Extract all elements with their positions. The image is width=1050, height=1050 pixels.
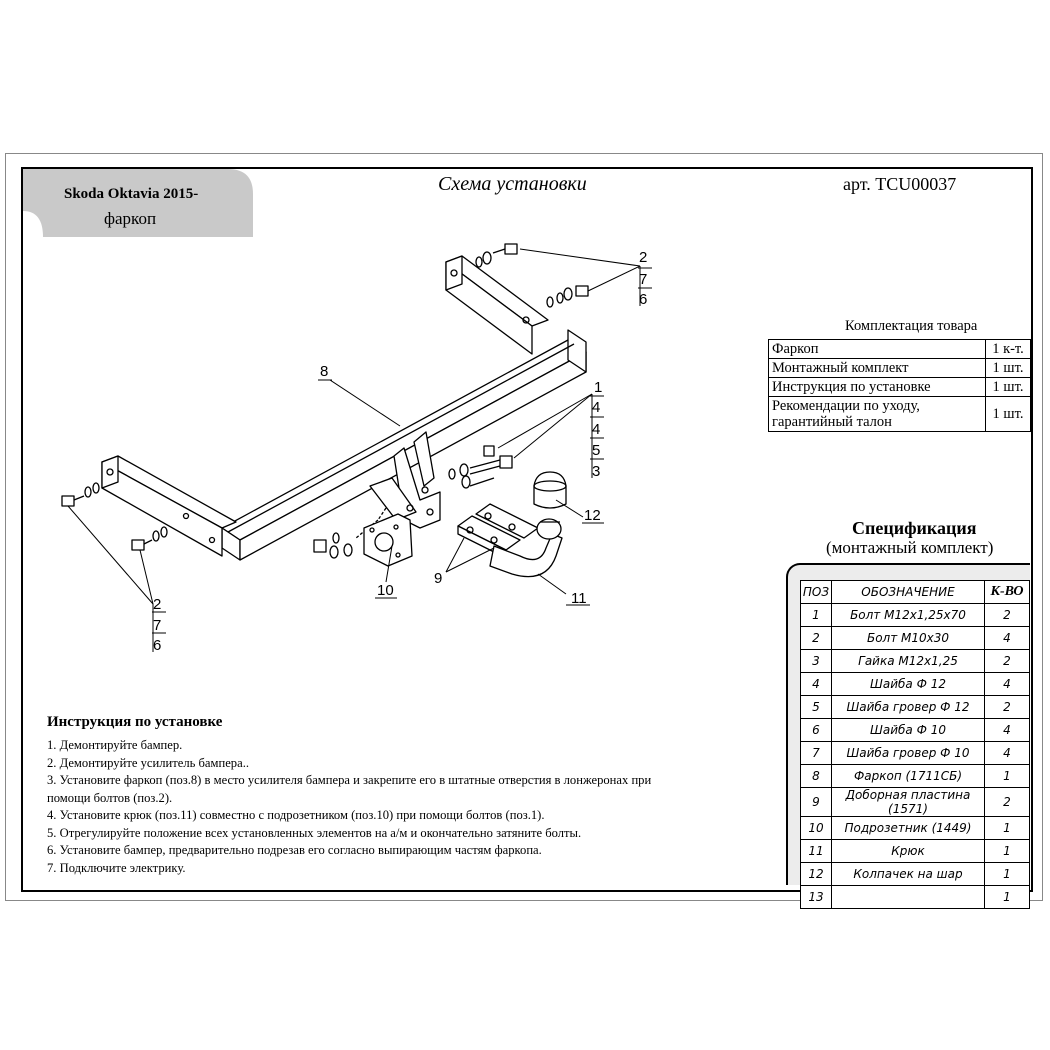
spec-qty: 2 — [984, 603, 1030, 627]
spec-designation — [831, 885, 985, 909]
instruction-step: 2. Демонтируйте усилитель бампера.. — [47, 755, 249, 770]
kit-item-qty: 1 шт. — [985, 377, 1031, 397]
callout-9: 9 — [434, 570, 442, 587]
product-name: фаркоп — [104, 209, 157, 228]
ball-cap — [533, 471, 567, 509]
callout-4a: 4 — [592, 399, 600, 416]
kit-row: Рекомендации по уходу, гарантийный талон… — [768, 396, 1031, 432]
instruction-step: 1. Демонтируйте бампер. — [47, 738, 183, 752]
instructions-title: Инструкция по установке — [47, 714, 223, 730]
instruction-step: 4. Установите крюк (поз.11) совместно с … — [47, 808, 545, 822]
spec-designation: Шайба гровер Ф 10 — [831, 741, 985, 765]
spec-subtitle: (монтажный комплект) — [826, 538, 994, 557]
article-number: арт. TCU00037 — [843, 174, 957, 194]
instruction-step: 3. Установите фаркоп (поз.8) в место уси… — [47, 773, 652, 787]
kit-item-qty: 1 шт. — [985, 396, 1031, 432]
callout-4b: 4 — [592, 421, 600, 438]
tow-hook — [489, 518, 563, 578]
spec-pos: 11 — [800, 839, 832, 863]
instruction-step: помощи болтов (поз.2). — [47, 790, 173, 805]
model-title: Skoda Oktavia 2015- — [64, 186, 199, 202]
instruction-step: 7. Подключите электрику. — [47, 860, 186, 875]
fasteners-middle — [313, 445, 513, 559]
spec-pos: 13 — [800, 885, 832, 909]
kit-item-qty: 1 шт. — [985, 358, 1031, 378]
callout-6-left: 6 — [153, 637, 161, 654]
spec-designation: Крюк — [831, 839, 985, 863]
spec-title: Спецификация — [852, 518, 977, 538]
right-mounting-bracket — [445, 255, 549, 355]
spec-designation: Шайба гровер Ф 12 — [831, 695, 985, 719]
spec-pos: 5 — [800, 695, 832, 719]
callout-7-left: 7 — [153, 617, 161, 634]
spec-qty: 2 — [984, 695, 1030, 719]
callout-7-top: 7 — [639, 271, 647, 288]
callout-2-left: 2 — [153, 596, 161, 613]
callout-5: 5 — [592, 442, 600, 459]
spec-qty: 4 — [984, 626, 1030, 650]
spec-qty: 1 — [984, 816, 1030, 840]
callout-1: 1 — [594, 379, 602, 396]
spec-qty: 4 — [984, 672, 1030, 696]
spec-designation: Доборная пластина (1571) — [831, 787, 985, 817]
kit-caption: Комплектация товара — [845, 318, 978, 334]
spec-row: 13 1 — [800, 885, 1030, 909]
instruction-step: 6. Установите бампер, предварительно под… — [47, 843, 542, 857]
spec-designation: Подрозетник (1449) — [831, 816, 985, 840]
hook-mount-plates — [355, 431, 441, 539]
outer-frame — [5, 153, 1043, 901]
model-title-tab — [23, 169, 253, 237]
spec-qty: 1 — [984, 764, 1030, 788]
drawing-frame — [21, 167, 1033, 892]
callout-leaders — [67, 248, 641, 652]
spec-header-qty: К-ВО — [984, 580, 1030, 604]
left-mounting-bracket — [101, 455, 237, 557]
instructions-list: 1. Демонтируйте бампер. 2. Демонтируйте у… — [47, 737, 651, 877]
callout-2-top: 2 — [639, 249, 647, 266]
towbar-crossbar — [221, 329, 587, 561]
spec-qty: 1 — [984, 885, 1030, 909]
instruction-step: 5. Отрегулируйте положение всех установл… — [47, 825, 582, 840]
callout-3: 3 — [592, 463, 600, 480]
callout-10: 10 — [377, 582, 394, 599]
spec-designation: Гайка М12х1,25 — [831, 649, 985, 673]
callout-6-top: 6 — [639, 291, 647, 308]
kit-item-name: Рекомендации по уходу, гарантийный талон — [768, 396, 986, 432]
spec-qty: 1 — [984, 839, 1030, 863]
spec-pos: 10 — [800, 816, 832, 840]
callout-11: 11 — [571, 590, 587, 607]
callout-8: 8 — [320, 363, 328, 380]
extension-plates — [457, 503, 539, 559]
schema-title: Схема установки — [438, 173, 587, 195]
socket-plate — [363, 513, 413, 567]
spec-qty: 2 — [984, 649, 1030, 673]
fasteners-top-right — [475, 243, 589, 308]
callout-12: 12 — [584, 507, 601, 524]
